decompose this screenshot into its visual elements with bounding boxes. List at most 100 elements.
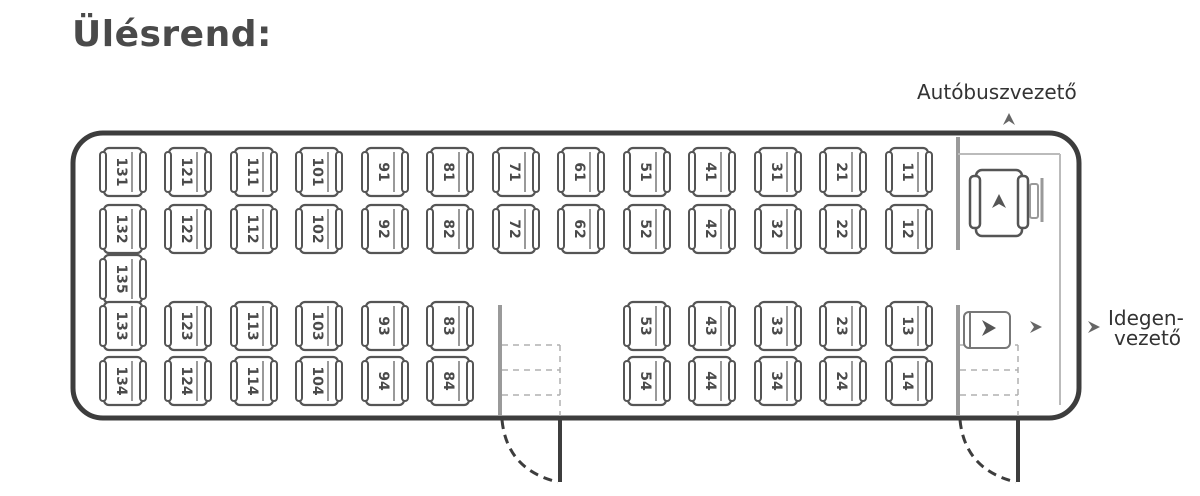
seat-124[interactable]: 124 xyxy=(164,355,212,407)
seat-93[interactable]: 93 xyxy=(361,300,409,352)
seat-number: 13 xyxy=(899,316,915,335)
seat-24[interactable]: 24 xyxy=(819,355,867,407)
seat-133[interactable]: 133 xyxy=(99,300,147,352)
seat-armrest xyxy=(361,208,369,250)
seat-number: 32 xyxy=(768,219,784,238)
seat-number: 113 xyxy=(244,311,260,340)
seat-72[interactable]: 72 xyxy=(492,203,540,255)
seat-104[interactable]: 104 xyxy=(295,355,343,407)
seat-61[interactable]: 61 xyxy=(557,146,605,198)
seat-71[interactable]: 71 xyxy=(492,146,540,198)
seat-43[interactable]: 43 xyxy=(688,300,736,352)
seat-84[interactable]: 84 xyxy=(426,355,474,407)
page-title: Ülésrend: xyxy=(72,14,272,55)
seat-armrest xyxy=(230,151,238,193)
seat-armrest xyxy=(754,208,762,250)
seat-12[interactable]: 12 xyxy=(885,203,933,255)
seat-number: 101 xyxy=(309,157,325,186)
seat-number: 71 xyxy=(506,162,522,181)
seat-41[interactable]: 41 xyxy=(688,146,736,198)
seat-number: 61 xyxy=(571,162,587,181)
seat-armrest xyxy=(819,208,827,250)
seat-91[interactable]: 91 xyxy=(361,146,409,198)
seat-armrest xyxy=(885,208,893,250)
seat-armrest xyxy=(466,208,474,250)
seat-armrest xyxy=(623,360,631,402)
seat-121[interactable]: 121 xyxy=(164,146,212,198)
seat-83[interactable]: 83 xyxy=(426,300,474,352)
seat-armrest xyxy=(557,208,565,250)
seat-number: 81 xyxy=(440,162,456,181)
seat-111[interactable]: 111 xyxy=(230,146,278,198)
seat-31[interactable]: 31 xyxy=(754,146,802,198)
seat-armrest xyxy=(270,151,278,193)
seat-number: 12 xyxy=(899,219,915,238)
seat-62[interactable]: 62 xyxy=(557,203,605,255)
seat-number: 121 xyxy=(178,157,194,186)
seat-122[interactable]: 122 xyxy=(164,203,212,255)
seat-13[interactable]: 13 xyxy=(885,300,933,352)
seat-54[interactable]: 54 xyxy=(623,355,671,407)
seat-22[interactable]: 22 xyxy=(819,203,867,255)
seat-number: 133 xyxy=(113,311,129,340)
seat-131[interactable]: 131 xyxy=(99,146,147,198)
seat-112[interactable]: 112 xyxy=(230,203,278,255)
seat-34[interactable]: 34 xyxy=(754,355,802,407)
seat-number: 103 xyxy=(309,311,325,340)
seat-number: 94 xyxy=(375,371,391,391)
guide-label-line2: vezető xyxy=(1114,326,1182,350)
seat-132[interactable]: 132 xyxy=(99,203,147,255)
seat-number: 53 xyxy=(637,316,653,335)
seat-armrest xyxy=(164,151,172,193)
seat-123[interactable]: 123 xyxy=(164,300,212,352)
seat-armrest xyxy=(532,151,540,193)
seat-113[interactable]: 113 xyxy=(230,300,278,352)
seat-armrest xyxy=(230,305,238,347)
seat-armrest xyxy=(204,151,212,193)
seat-82[interactable]: 82 xyxy=(426,203,474,255)
seat-44[interactable]: 44 xyxy=(688,355,736,407)
seat-42[interactable]: 42 xyxy=(688,203,736,255)
seat-23[interactable]: 23 xyxy=(819,300,867,352)
seat-21[interactable]: 21 xyxy=(819,146,867,198)
seat-armrest xyxy=(859,305,867,347)
seat-101[interactable]: 101 xyxy=(295,146,343,198)
seat-armrest xyxy=(819,151,827,193)
seat-103[interactable]: 103 xyxy=(295,300,343,352)
seat-number: 22 xyxy=(833,219,849,238)
seat-52[interactable]: 52 xyxy=(623,203,671,255)
seat-armrest xyxy=(230,208,238,250)
seat-armrest xyxy=(885,305,893,347)
seat-armrest xyxy=(492,208,500,250)
seat-number: 84 xyxy=(440,371,456,391)
front-door-steps xyxy=(960,344,1019,416)
seat-114[interactable]: 114 xyxy=(230,355,278,407)
seat-armrest xyxy=(623,208,631,250)
seat-number: 124 xyxy=(178,366,194,395)
seat-armrest xyxy=(663,151,671,193)
seat-number: 112 xyxy=(244,214,260,243)
seat-11[interactable]: 11 xyxy=(885,146,933,198)
seat-135[interactable]: 135 xyxy=(99,253,147,305)
seat-number: 23 xyxy=(833,316,849,335)
seat-number: 24 xyxy=(833,371,849,391)
seat-armrest xyxy=(361,360,369,402)
seat-armrest xyxy=(663,360,671,402)
driver-label: Autóbuszvezető xyxy=(917,80,1077,104)
seat-armrest xyxy=(401,208,409,250)
seat-81[interactable]: 81 xyxy=(426,146,474,198)
seat-32[interactable]: 32 xyxy=(754,203,802,255)
seat-armrest xyxy=(532,208,540,250)
seat-102[interactable]: 102 xyxy=(295,203,343,255)
seat-94[interactable]: 94 xyxy=(361,355,409,407)
seat-33[interactable]: 33 xyxy=(754,300,802,352)
seat-92[interactable]: 92 xyxy=(361,203,409,255)
seat-134[interactable]: 134 xyxy=(99,355,147,407)
seat-armrest xyxy=(819,305,827,347)
seat-armrest xyxy=(925,208,933,250)
seat-53[interactable]: 53 xyxy=(623,300,671,352)
bus-outline xyxy=(70,130,1082,421)
seat-14[interactable]: 14 xyxy=(885,355,933,407)
front-door xyxy=(958,419,1020,484)
seat-51[interactable]: 51 xyxy=(623,146,671,198)
